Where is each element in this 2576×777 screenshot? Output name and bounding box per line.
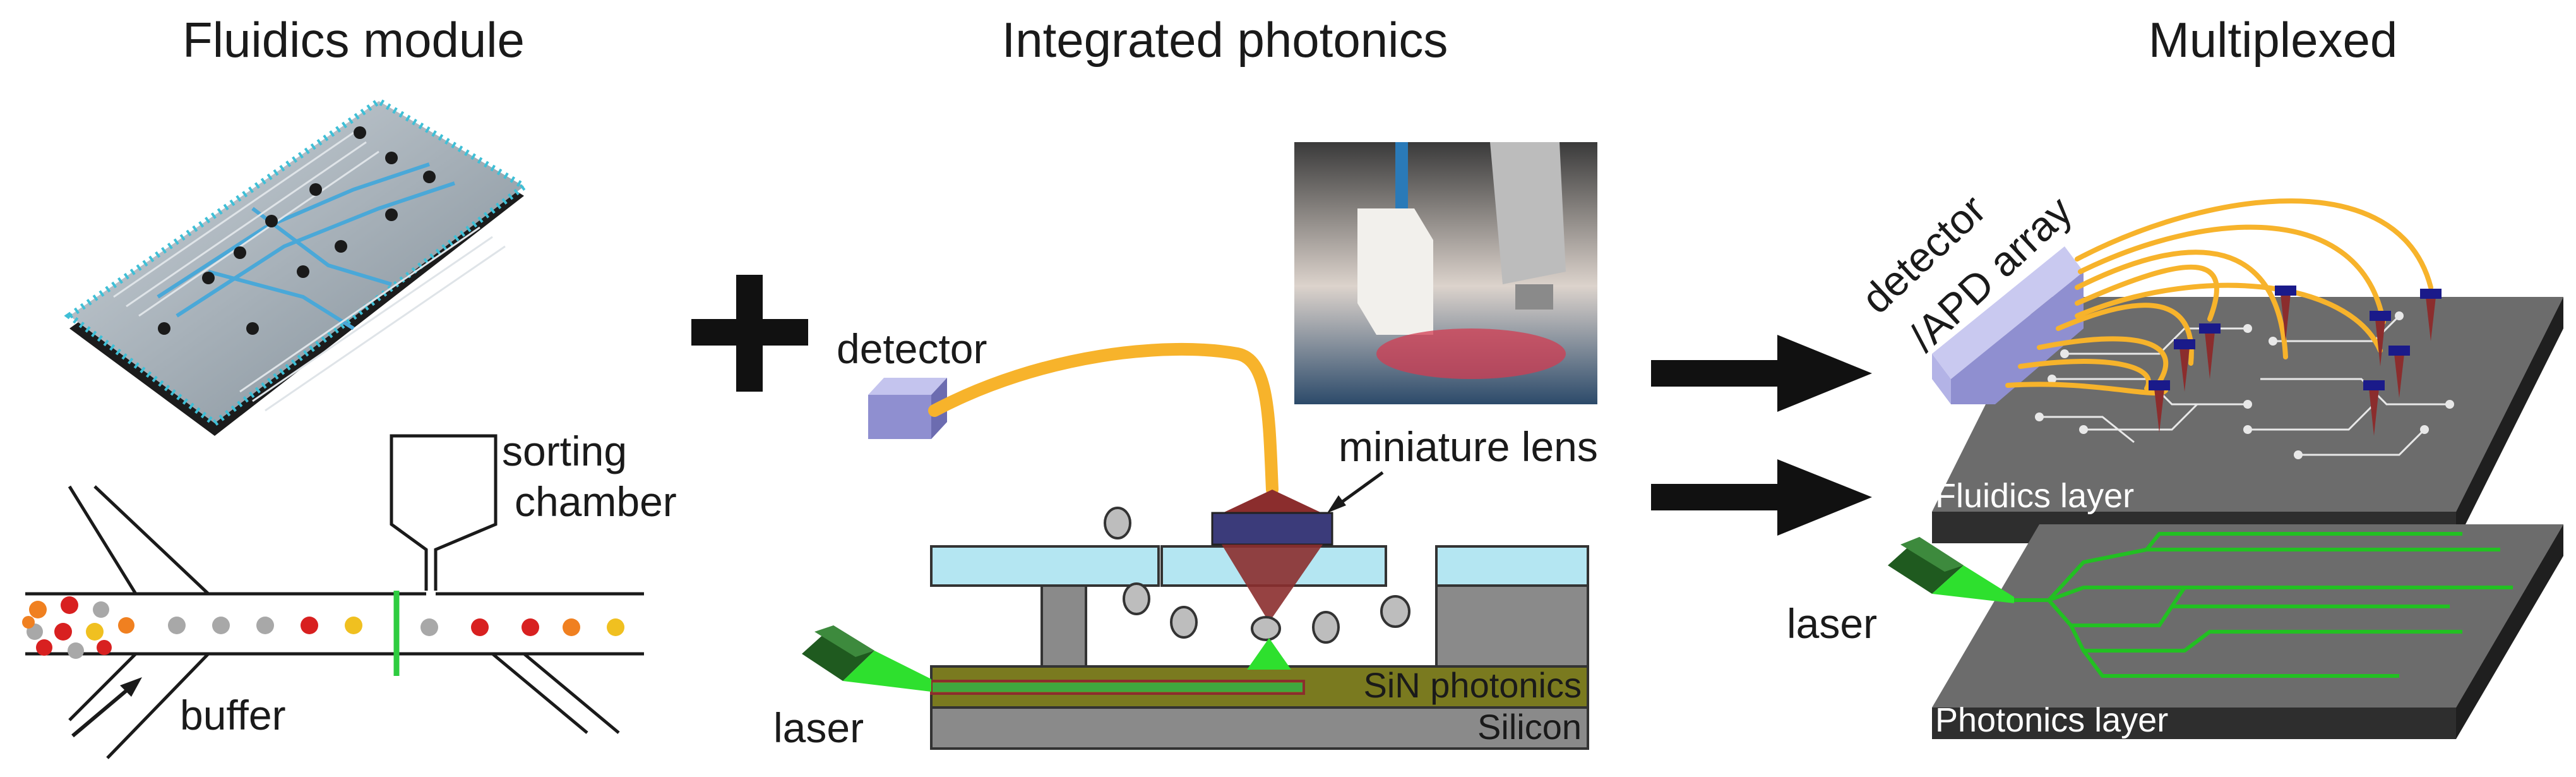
label-sin-photonics: SiN photonics [1363,665,1582,705]
fiber-bundle [2005,198,2433,396]
label-laser-right: laser [1787,600,1877,647]
silicon-layer [930,706,1589,750]
title-fluidics-module: Fluidics module [182,12,525,68]
laser-right [1888,537,2014,603]
photonics-particles [1104,507,1410,644]
emitter-cones [2149,286,2442,436]
arrow-upper [1651,335,1872,412]
sorting-chamber-outline [390,434,498,591]
glass-slab-right [1435,545,1589,587]
label-detector: detector [837,325,987,372]
right-pillar [1435,583,1589,668]
detector-array [1932,246,2084,404]
focus-cone [1222,545,1323,622]
label-silicon: Silicon [1477,707,1582,747]
label-buffer: buffer [180,692,286,738]
label-miniature-lens: miniature lens [1339,423,1598,470]
particles [22,596,624,659]
setup-photo [1294,142,1597,404]
buffer-arrow [71,677,142,738]
photonics-waveguides [2008,532,2513,678]
laser-left [802,625,931,692]
left-pillar [1041,583,1087,668]
arrow-lower [1651,459,1872,536]
upper-cone [1219,490,1326,515]
label-chamber: chamber [515,478,677,525]
optical-fiber [928,342,1279,496]
label-fluidics-layer: Fluidics layer [1935,477,2134,515]
waveguide-emission [1247,638,1291,670]
lens-arrow [1327,471,1384,513]
label-photonics-layer: Photonics layer [1935,701,2168,739]
title-multiplexed: Multiplexed [2149,12,2398,68]
plus-sign [691,275,808,392]
miniature-lens [1211,512,1333,546]
glass-slab-left [930,545,1160,587]
title-integrated-photonics: Integrated photonics [1002,12,1448,68]
fluidics-chip-photo [64,97,530,436]
label-sorting: sorting [502,428,627,474]
label-laser-left: laser [773,704,864,751]
